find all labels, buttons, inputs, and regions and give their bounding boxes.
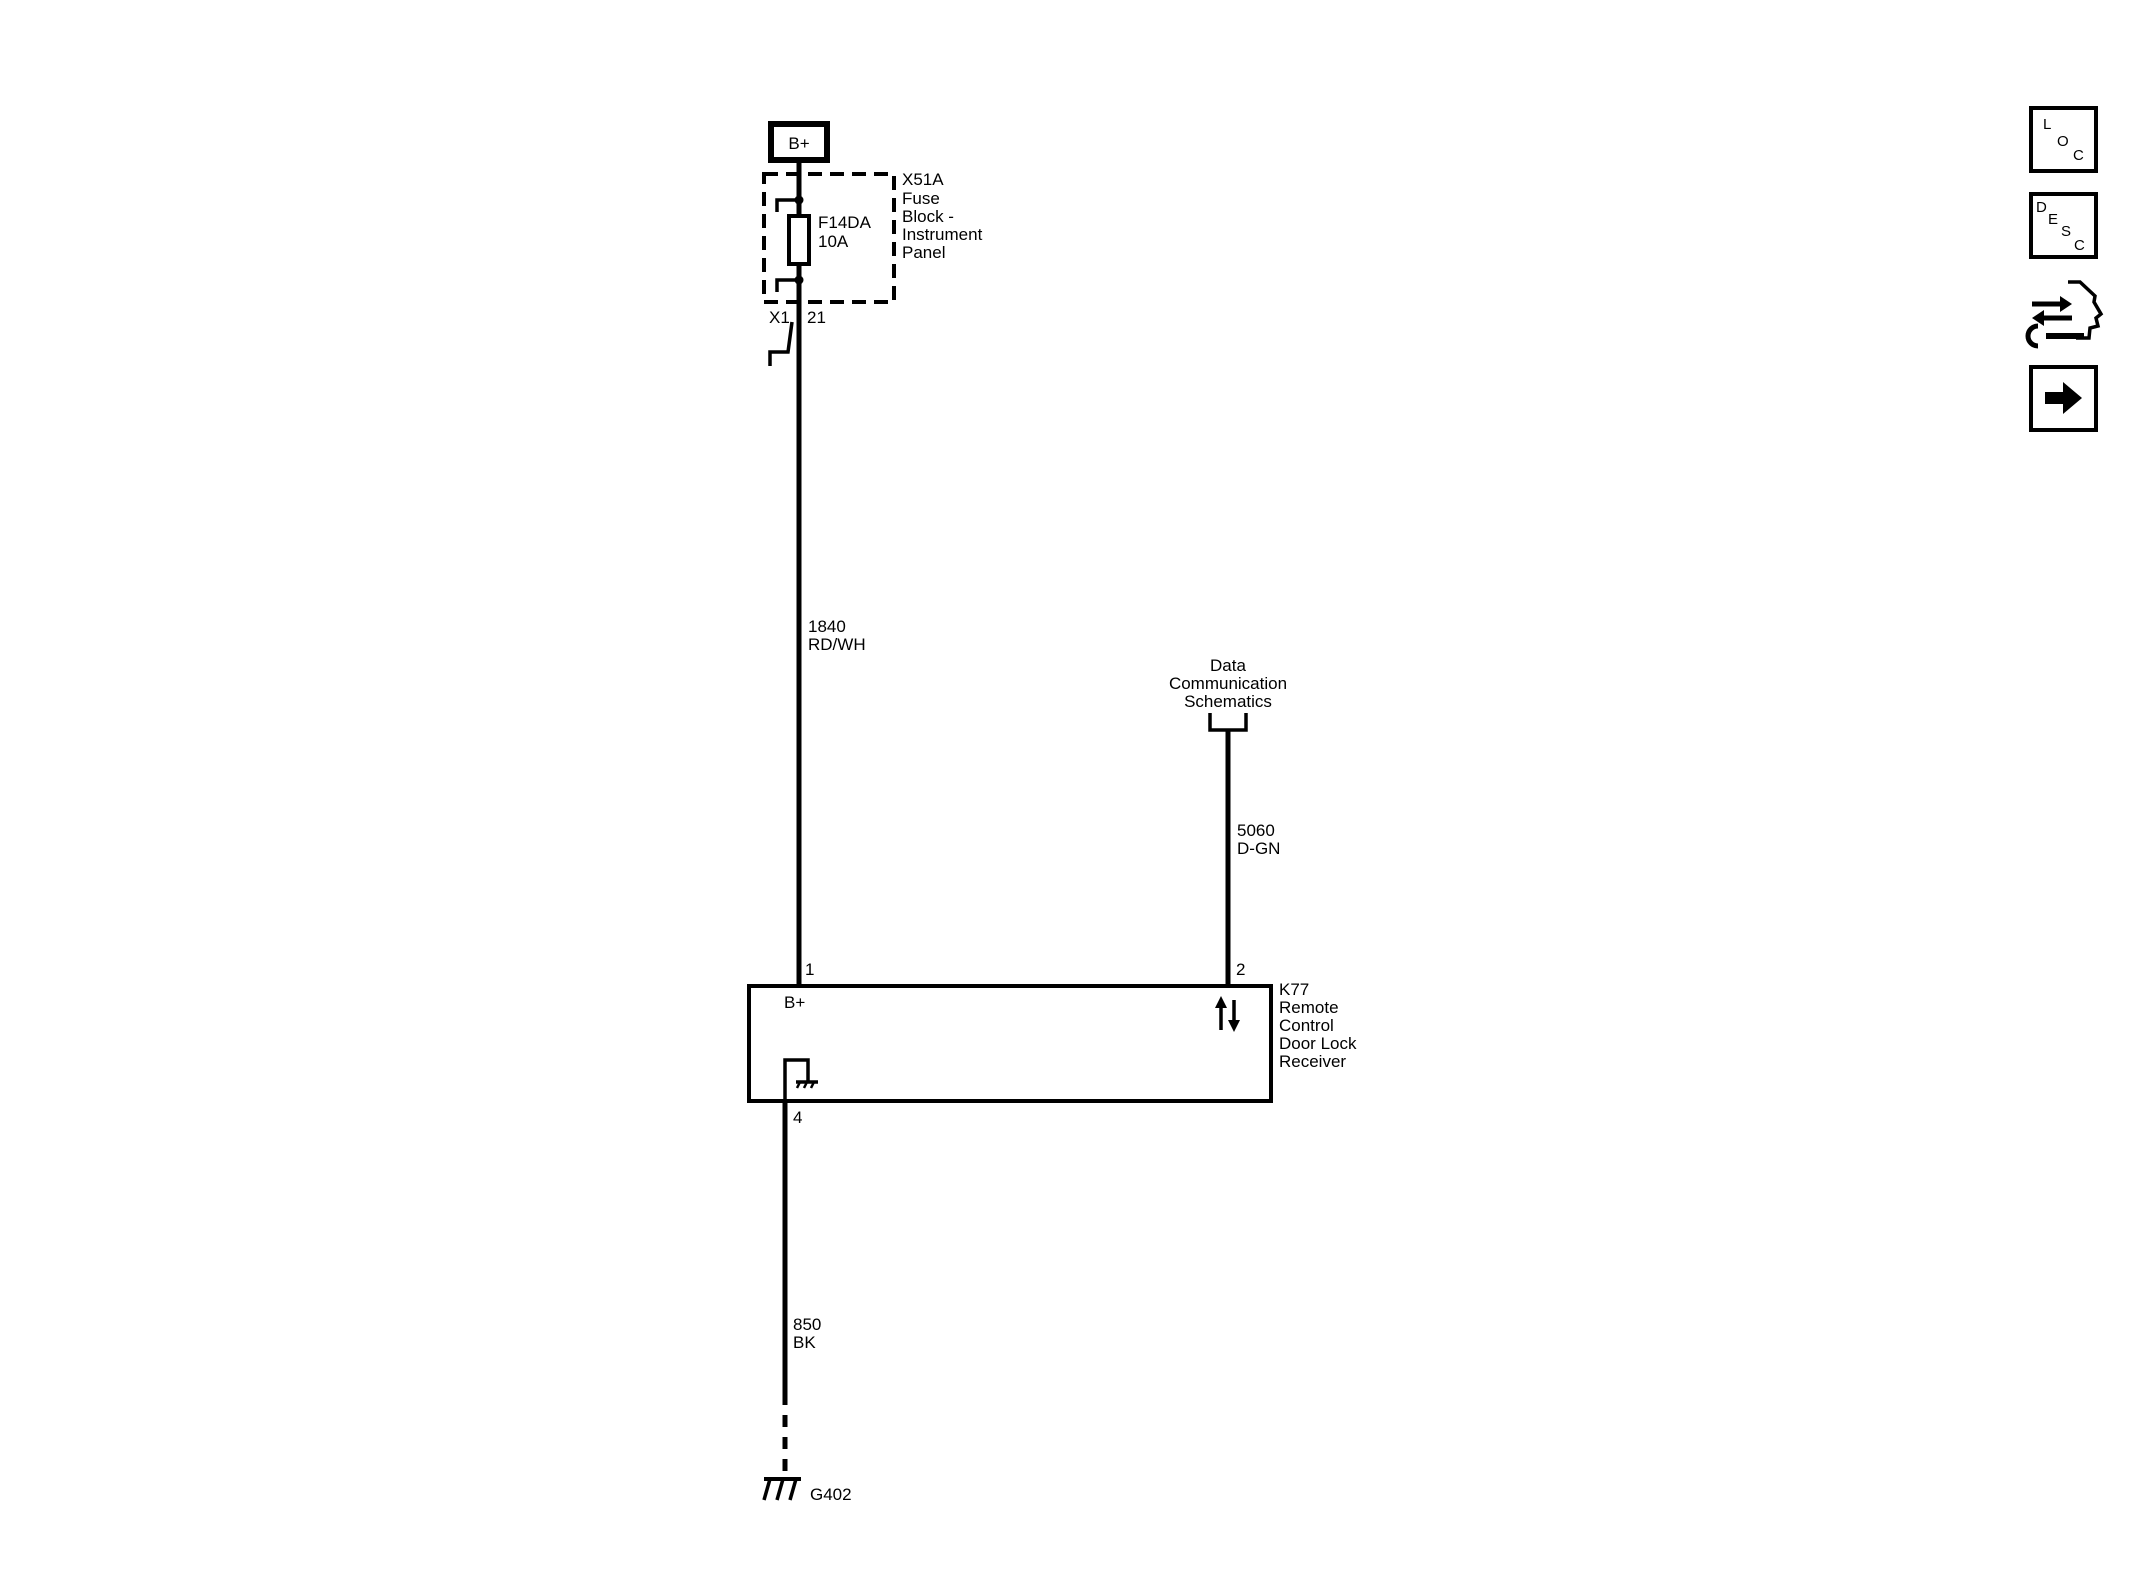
internal-ground-icon <box>783 1058 818 1101</box>
bplus-source-label: B+ <box>788 134 809 153</box>
wire-circuit-label: 850 <box>793 1315 821 1334</box>
module-pin-label: 2 <box>1236 960 1245 979</box>
wire-color-label: RD/WH <box>808 635 866 654</box>
desc-letter: E <box>2048 211 2058 228</box>
desc-letter: S <box>2061 223 2071 240</box>
battery-positive-source: B+ <box>768 121 830 163</box>
schematic-reference-bracket <box>1208 713 1248 732</box>
fuse-block-outline <box>762 172 896 304</box>
wire-circuit-label: 1840 <box>808 617 846 636</box>
ground-g402: G402 <box>762 1477 852 1504</box>
loc-letter: L <box>2043 116 2051 133</box>
right-arrow-icon <box>2045 382 2082 414</box>
loc-letter: C <box>2073 147 2084 164</box>
module-outline <box>747 984 1273 1103</box>
module-name-line: Receiver <box>1279 1052 1346 1071</box>
desc-letter: D <box>2036 199 2047 216</box>
fuse-block-name-line: Block - <box>902 207 954 226</box>
loc-letter: O <box>2057 133 2069 150</box>
module-bplus-label: B+ <box>784 993 805 1012</box>
wire-color-label: D-GN <box>1237 839 1280 858</box>
fuse-terminal-top <box>775 198 799 212</box>
desc-button[interactable]: D E S C <box>2029 192 2098 259</box>
fuse-rating-label: 10A <box>818 232 849 251</box>
data-communication-reference: Data Communication Schematics <box>1169 656 1287 732</box>
data-comm-ref-line: Communication <box>1169 674 1287 693</box>
fuse-block-connector-label: X51A <box>902 170 944 189</box>
module-name-line: Control <box>1279 1016 1334 1035</box>
connector-x1-label: X1 <box>769 308 790 327</box>
wire-5060: 5060 D-GN <box>1225 730 1280 986</box>
connector-x1-symbol <box>768 321 794 366</box>
fuse-id-label: F14DA <box>818 213 872 232</box>
wire-circuit-label: 5060 <box>1237 821 1275 840</box>
wire-850: 850 BK <box>782 1101 821 1476</box>
bidirectional-arrows-icon <box>1215 996 1240 1032</box>
data-comm-ref-line: Data <box>1210 656 1246 675</box>
module-id-label: K77 <box>1279 980 1309 999</box>
fuse-symbol <box>787 214 811 266</box>
fuse-block-name-line: Panel <box>902 243 945 262</box>
data-comm-ref-line: Schematics <box>1184 692 1272 711</box>
desc-letter: C <box>2074 237 2085 254</box>
module-pin-label: 1 <box>805 960 814 979</box>
diagnostics-icon[interactable] <box>2025 280 2104 349</box>
next-arrow-button[interactable] <box>2029 365 2098 432</box>
module-name-line: Remote <box>1279 998 1339 1017</box>
module-pin-label: 4 <box>793 1108 802 1127</box>
module-name-line: Door Lock <box>1279 1034 1357 1053</box>
wire-color-label: BK <box>793 1333 816 1352</box>
ground-id-label: G402 <box>810 1485 852 1504</box>
loc-button[interactable]: L O C <box>2029 106 2098 173</box>
fuse-pin-label: 21 <box>807 308 826 327</box>
fuse-terminal-bottom <box>775 278 799 292</box>
fuse-block: F14DA 10A X51A Fuse Block - Instrument P… <box>762 160 983 366</box>
wire-1840: 1840 RD/WH <box>796 305 866 986</box>
fuse-block-name-line: Fuse <box>902 189 940 208</box>
fuse-block-name-line: Instrument <box>902 225 983 244</box>
k77-module: 1 2 B+ K77 Remote Control Door Lock Rece… <box>747 960 1357 1127</box>
